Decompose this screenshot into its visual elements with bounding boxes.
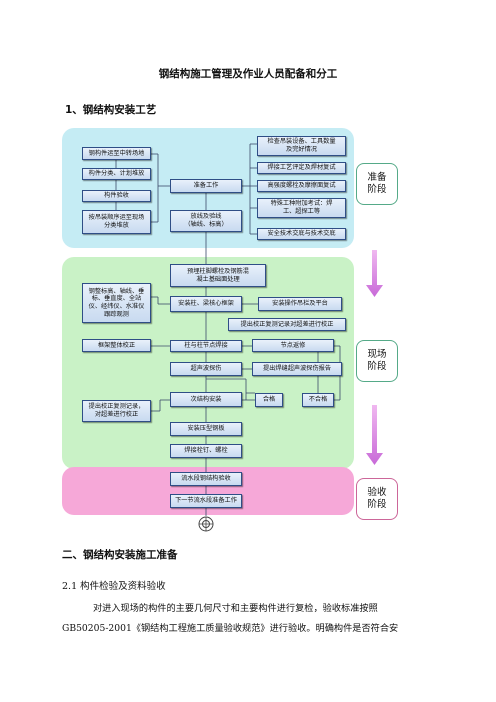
prep-right-box-5: 安全技术交底与技术交底 — [257, 228, 346, 240]
site-platform-box: 安装操作吊栏及平台 — [258, 297, 342, 311]
prep-center-box-1: 准备工作 — [170, 179, 242, 193]
site-install-box: 安装柱、梁核心框架 — [170, 296, 242, 312]
site-secondary-box: 次结构安装 — [170, 392, 242, 407]
site-fail-box: 不合格 — [302, 393, 334, 407]
prep-left-box-2: 构件分类、计划堆放 — [82, 168, 151, 180]
site-report-box: 提出焊缝超声波探伤报告 — [252, 362, 342, 376]
site-measure-box: 钢整标高、轴线、垂 标、垂直度、全站 仪、经纬仪、水准仪 跟踪观测 — [82, 283, 151, 323]
prep-left-box-1: 钢构件运至中转场地 — [82, 147, 151, 160]
prep-left-box-4: 按吊装顺序运至现场 分类堆放 — [82, 210, 151, 234]
site-phase-label: 现场 阶段 — [356, 340, 398, 382]
site-pass-box: 合格 — [255, 393, 283, 407]
site-deck-box: 安装压型钢板 — [170, 422, 242, 436]
document-title: 钢结构施工管理及作业人员配备和分工 — [158, 68, 338, 80]
site-node-box: 节点返修 — [252, 339, 334, 352]
phase-transition-arrows — [366, 250, 383, 465]
prep-phase-label: 准备 阶段 — [356, 163, 398, 205]
accept-box-1: 流水段钢结构验收 — [170, 472, 242, 486]
paragraph-line-1: 对进入现场的构件的主要几何尺寸和主要构件进行复检，验收标准按照 — [93, 603, 378, 614]
site-ut-box: 超声波探伤 — [170, 362, 242, 376]
prep-center-box-2: 放线及验线 （轴线、标高） — [170, 210, 242, 232]
accept-box-2: 下一节流水段准备工作 — [170, 494, 242, 508]
site-correct-box: 提出校正复测记录对超差进行校正 — [228, 318, 346, 331]
site-weld-box: 柱与柱节点焊接 — [170, 340, 242, 352]
section-heading-1: 1、钢结构安装工艺 — [65, 104, 157, 116]
prep-right-box-2: 焊接工艺评定及焊材复试 — [257, 162, 346, 174]
site-embed-box: 预埋柱脚螺栓及钢筋混 凝土基础面处理 — [170, 264, 266, 287]
accept-phase-label: 验收 阶段 — [356, 478, 398, 520]
site-frame-box: 框架整体校正 — [82, 339, 151, 352]
site-stud-box: 焊接栓钉、螺栓 — [170, 444, 242, 458]
site-recheck-box: 提出校正复测记录， 对超差进行校正 — [82, 400, 151, 422]
prep-right-box-1: 检查吊装设备、工具数量 及完好情况 — [257, 136, 346, 156]
section-heading-2: 二、钢结构安装施工准备 — [62, 549, 178, 561]
prep-right-box-4: 特殊工种附加考试：焊 工、超探工等 — [257, 198, 346, 218]
paragraph-line-2: GB50205-2001《钢结构工程施工质量验收规范》进行验收。明确构件是否符合… — [62, 623, 399, 634]
subsection-heading: 2.1 构件检验及资料验收 — [62, 581, 166, 592]
prep-left-box-3: 构件验收 — [82, 190, 151, 202]
company-logo-mark — [198, 516, 214, 532]
prep-right-box-3: 高强度螺栓及摩擦面复试 — [257, 180, 346, 192]
